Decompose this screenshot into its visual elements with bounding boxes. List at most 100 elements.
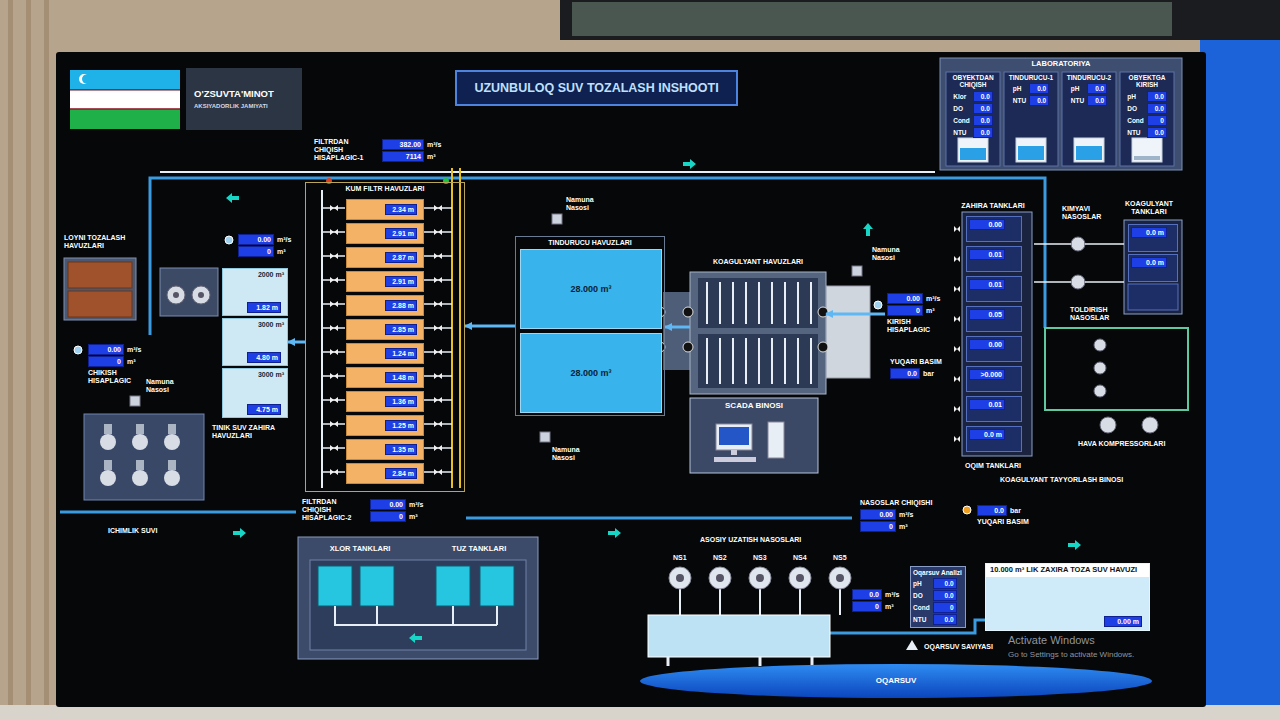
value-readout: 0 bbox=[860, 521, 896, 532]
value-readout: 382.00 bbox=[382, 139, 424, 150]
heading-text: LOYNI TOZALASH HAVUZLARI bbox=[64, 234, 134, 250]
value-readout: 0 bbox=[1147, 115, 1167, 126]
readout-grid: 0.05 bbox=[969, 309, 1008, 320]
readout-grid: pH0.0NTU0.0 bbox=[1013, 83, 1049, 106]
param-label: NTU bbox=[953, 128, 970, 137]
readout-grid: 0.00 bbox=[969, 339, 1008, 350]
filter-cell: 1.48 m bbox=[346, 367, 424, 388]
readout-grid: 0.0 m bbox=[1131, 257, 1170, 268]
readout-grid: 4.75 m bbox=[247, 404, 284, 415]
heading-text: OBYEKTGA KIRISH bbox=[1121, 74, 1173, 89]
heading-text: TINDURUCU HAVUZLARI bbox=[548, 239, 631, 247]
param-label: Cond bbox=[913, 603, 930, 612]
flow-meter: FILTRDAN CHIQISH HISAPLAGIC-1382.00m³/s7… bbox=[312, 136, 443, 164]
param-label: pH bbox=[1071, 84, 1084, 93]
unit-text: m³/s bbox=[127, 345, 141, 354]
heading-text: 3000 m³ bbox=[258, 371, 284, 379]
readout-grid: 1.24 m bbox=[385, 348, 420, 359]
value-readout: 1.35 m bbox=[385, 444, 417, 455]
unit-text: m³ bbox=[926, 306, 940, 315]
unit-text: m³ bbox=[277, 247, 291, 256]
flow-meter: 0.00m³/s0m³ bbox=[236, 232, 293, 259]
heading-text: SCADA BINOSI bbox=[725, 401, 783, 410]
readout-grid: 2.87 m bbox=[385, 252, 420, 263]
unit-text: m³ bbox=[127, 357, 141, 366]
part-label: OQARSUV SAVIYASI bbox=[924, 643, 993, 651]
value-readout: 0 bbox=[852, 601, 882, 612]
part-label: ICHIMLIK SUVI bbox=[108, 527, 157, 535]
tank-cell: 0.01 bbox=[966, 396, 1022, 422]
part-label: NS3 bbox=[753, 554, 767, 562]
readout-grid: 0.01 bbox=[969, 249, 1008, 260]
value-readout: 0.00 m bbox=[1104, 616, 1142, 627]
filter-cell: 1.25 m bbox=[346, 415, 424, 436]
heading-text: 2000 m³ bbox=[258, 271, 284, 279]
part-label: Namuna Nasosi bbox=[552, 446, 588, 462]
readout-grid: 0.0bar bbox=[977, 505, 1021, 516]
readout-grid: 2.85 m bbox=[385, 324, 420, 335]
heading-text: OQIM TANKLARI bbox=[965, 462, 1021, 470]
readout-grid: 1.48 m bbox=[385, 372, 420, 383]
readout-grid: Klor0.0DO0.0Cond0.0NTU0.0 bbox=[953, 91, 993, 138]
heading-text: FILTRDAN CHIQISH HISAPLAGIC-1 bbox=[314, 138, 378, 162]
value-readout: 0.0 bbox=[890, 368, 920, 379]
watermark-text: Activate Windows bbox=[1008, 634, 1095, 647]
readout-grid: 0.0 m bbox=[969, 429, 1008, 440]
part-label: NS5 bbox=[833, 554, 847, 562]
param-label: Cond bbox=[1127, 116, 1144, 125]
value-readout: 0.01 bbox=[969, 249, 1005, 260]
tank-cell: 0.00 bbox=[966, 336, 1022, 362]
param-label: pH bbox=[1127, 92, 1144, 101]
value-readout: 0.00 bbox=[887, 293, 923, 304]
heading-text: LABORATORIYA bbox=[1031, 60, 1090, 69]
storage-tank: 3000 m³ 4.75 m bbox=[222, 368, 288, 418]
unit-text: bar bbox=[923, 369, 934, 378]
unit-text: m³/s bbox=[885, 590, 899, 599]
heading-text: NASOSLAR CHIQISHI bbox=[860, 499, 932, 507]
value-readout: 0.0 bbox=[1147, 127, 1167, 138]
value-readout: 2.85 m bbox=[385, 324, 417, 335]
part-label: NS2 bbox=[713, 554, 727, 562]
part-label: Namuna Nasosi bbox=[872, 246, 908, 262]
value-readout: 0 bbox=[238, 246, 274, 257]
param-label: pH bbox=[1013, 84, 1026, 93]
value-readout: 0.00 bbox=[370, 499, 406, 510]
tank-cell: 0.0 m bbox=[1128, 254, 1178, 282]
unit-text: m³/s bbox=[899, 510, 913, 519]
unit-text: m³/s bbox=[427, 140, 441, 149]
value-readout: 0.00 bbox=[88, 344, 124, 355]
heading-text: OQARSUV bbox=[876, 676, 916, 685]
settling-basin: 28.000 m³ bbox=[520, 333, 662, 413]
filter-cell: 1.36 m bbox=[346, 391, 424, 412]
settling-basin: 28.000 m³ bbox=[520, 249, 662, 329]
heading-text: 28.000 m³ bbox=[570, 284, 611, 294]
readout-grid: pH0.0DO0.0Cond0NTU0.0 bbox=[1127, 91, 1167, 138]
readout-grid: pH0.0DO0.0Cond0NTU0.0 bbox=[913, 578, 957, 625]
readout-grid: 2.91 m bbox=[385, 276, 420, 287]
readout-grid: 2.34 m bbox=[385, 204, 420, 215]
heading-text: KOAGULYANT HAVUZLARI bbox=[713, 258, 803, 266]
filter-cell: 2.91 m bbox=[346, 223, 424, 244]
value-readout: 0 bbox=[370, 511, 406, 522]
value-readout: 0.0 bbox=[1147, 91, 1167, 102]
readout-grid: 382.00m³/s7114m³ bbox=[382, 139, 441, 162]
heading-text: Oqarsuv Analizi bbox=[913, 569, 962, 576]
value-readout: 2.91 m bbox=[385, 276, 417, 287]
flow-meter: 0.00m³/s0m³CHIKISH HISAPLAGIC bbox=[86, 342, 146, 387]
value-readout: 0.05 bbox=[969, 309, 1005, 320]
watermark-text: Go to Settings to activate Windows. bbox=[1008, 650, 1134, 659]
filter-cell: 2.85 m bbox=[346, 319, 424, 340]
pipe-connector bbox=[465, 325, 515, 328]
heading-text: CHIKISH HISAPLAGIC bbox=[88, 369, 144, 385]
param-label: DO bbox=[1127, 104, 1144, 113]
heading-text: KUM FILTR HAVUZLARI bbox=[345, 185, 424, 193]
unit-text: m³/s bbox=[926, 294, 940, 303]
part-label: ASOSIY UZATISH NASOSLARI bbox=[700, 536, 801, 544]
filter-cell: 2.84 m bbox=[346, 463, 424, 484]
value-readout: 0.0 bbox=[973, 115, 993, 126]
heading-text: OBYEKTDAN CHIQISH bbox=[947, 74, 999, 89]
value-readout: 0.0 bbox=[973, 103, 993, 114]
value-readout: 7114 bbox=[382, 151, 424, 162]
